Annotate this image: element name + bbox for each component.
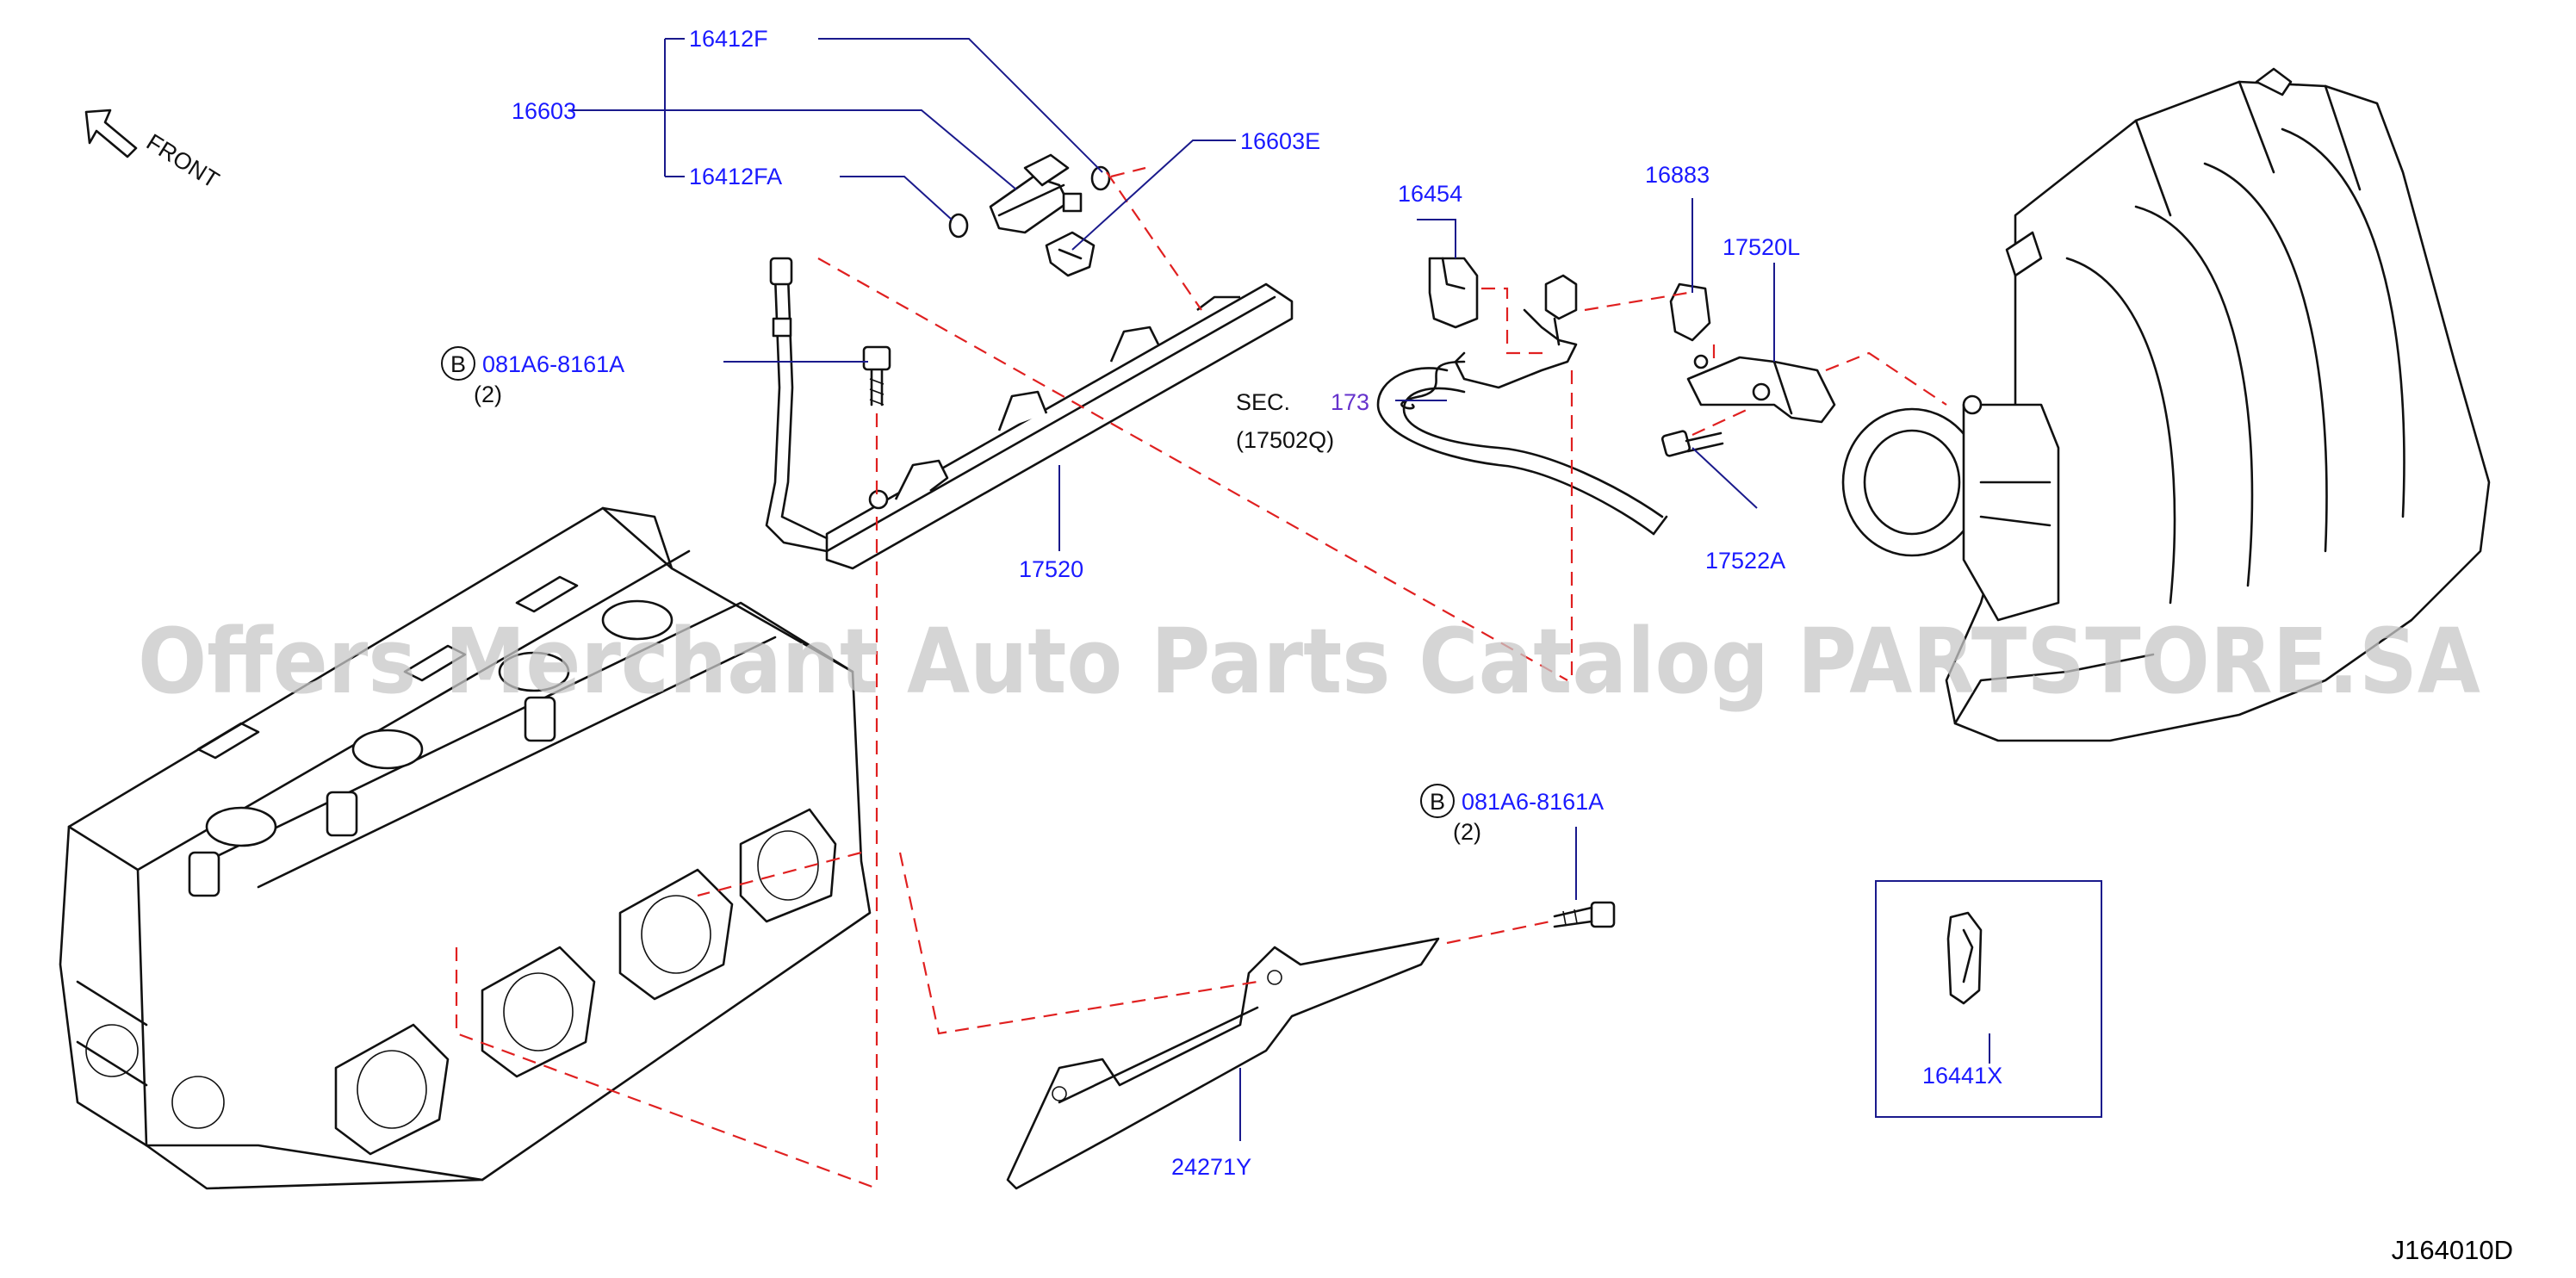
- hose-icon: [1376, 274, 1668, 536]
- bolt-qty-upper: (2): [474, 382, 502, 407]
- part-16603[interactable]: 16603: [512, 98, 576, 124]
- bolt-callout-upper: B 081A6-8161A (2): [441, 346, 624, 407]
- part-16603e[interactable]: 16603E: [1240, 128, 1320, 154]
- bolt-icon: [862, 345, 891, 406]
- engine-block-icon: [59, 506, 872, 1190]
- bolt-lower-icon: [1553, 901, 1616, 928]
- o-ring-icon: [948, 165, 1111, 239]
- bolt-mark-circle: [441, 346, 475, 381]
- part-16412fa[interactable]: 16412FA: [689, 164, 782, 189]
- intake-manifold-icon: [1841, 67, 2491, 742]
- clamp-icon: [1428, 257, 1479, 329]
- protector-icon: [1006, 937, 1440, 1190]
- hose-clip-icon: [1669, 282, 1711, 369]
- sec-number[interactable]: 173: [1331, 389, 1369, 415]
- part-17520l[interactable]: 17520L: [1723, 234, 1800, 260]
- front-arrow-icon: [84, 109, 138, 158]
- part-081a6-8161a-upper[interactable]: 081A6-8161A: [482, 351, 624, 377]
- part-16412f[interactable]: 16412F: [689, 26, 768, 52]
- part-17522a[interactable]: 17522A: [1705, 548, 1785, 574]
- front-label: FRONT: [142, 129, 224, 194]
- bolt-qty-lower: (2): [1453, 819, 1481, 845]
- bracket-icon: [1686, 356, 1836, 424]
- callout-lines: [568, 38, 1990, 1141]
- clamp-box: [1875, 880, 2102, 1118]
- part-16454[interactable]: 16454: [1398, 181, 1462, 207]
- drawing-code: J164010D: [2392, 1235, 2513, 1265]
- clip-icon: [1045, 231, 1096, 277]
- fuel-injector-icon: [989, 153, 1083, 234]
- fuel-rail-icon: [765, 257, 1294, 570]
- bolt-callout-lower: B 081A6-8161A (2): [1420, 784, 1604, 845]
- bolt-mark-letter-lower: B: [1430, 789, 1445, 815]
- part-17520[interactable]: 17520: [1019, 556, 1083, 582]
- bolt-mark-circle-lower: [1420, 784, 1455, 818]
- sec-prefix: SEC.: [1236, 389, 1290, 415]
- bolt-17522a-icon: [1660, 430, 1724, 457]
- part-16441x[interactable]: 16441X: [1922, 1063, 2002, 1089]
- sec-ref-number: (17502Q): [1236, 427, 1334, 453]
- bolt-mark-letter: B: [450, 351, 466, 377]
- part-16883[interactable]: 16883: [1645, 162, 1710, 188]
- section-ref: SEC. 173 (17502Q): [1236, 389, 1369, 453]
- part-24271y[interactable]: 24271Y: [1171, 1154, 1251, 1180]
- watermark: Offers Merchant Auto Parts Catalog PARTS…: [138, 609, 2480, 714]
- assembly-lines: [455, 166, 1947, 1190]
- clamp-16441x-icon: [1946, 911, 1983, 1005]
- part-081a6-8161a-lower[interactable]: 081A6-8161A: [1462, 789, 1604, 815]
